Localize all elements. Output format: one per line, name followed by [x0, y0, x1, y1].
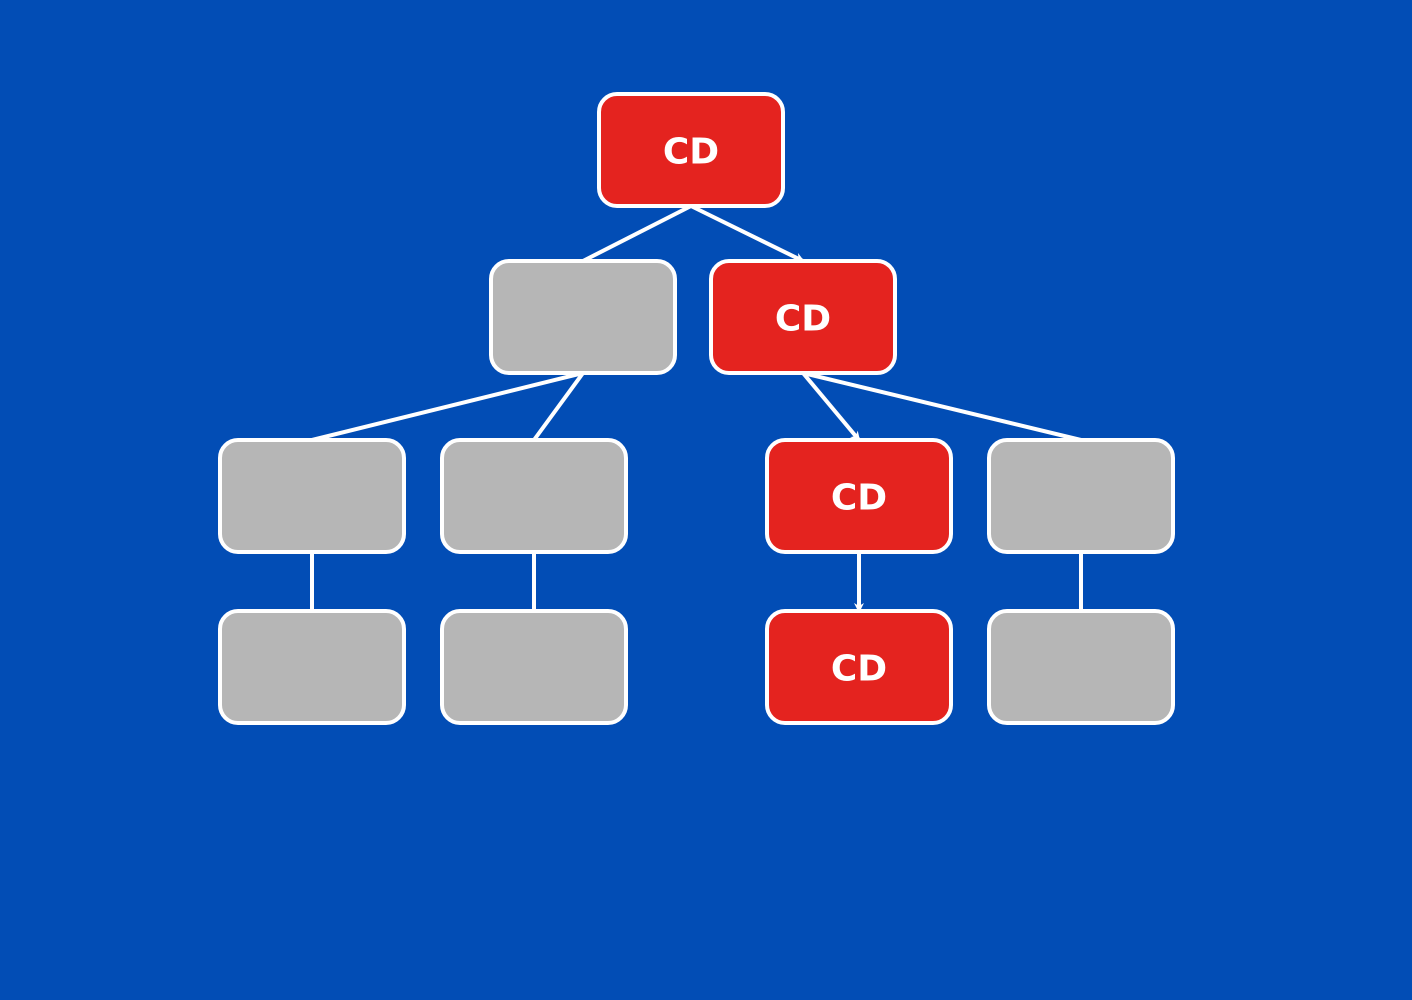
arrow-root-to-level1-right — [690, 204, 805, 263]
node-level1-left — [489, 259, 677, 375]
node-level1-right: CD — [709, 259, 897, 375]
node-box-level1-right — [709, 259, 897, 375]
nodes-layer: CD CD CD CD — [218, 92, 1175, 725]
node-level2-a — [218, 438, 406, 554]
connector-root-to-level1-left — [582, 204, 692, 263]
node-box-level1-left — [489, 259, 677, 375]
connector-level1-left-to-level2-b — [532, 371, 585, 442]
node-level3-c: CD — [765, 609, 953, 725]
node-root: CD — [597, 92, 785, 208]
node-level2-c: CD — [765, 438, 953, 554]
node-box-level2-a — [218, 438, 406, 554]
connector-level1-left-to-level2-a — [311, 371, 584, 442]
edges-layer — [310, 204, 1083, 613]
node-box-level3-c — [765, 609, 953, 725]
node-label-level3-c: CD — [831, 649, 887, 690]
node-box-level2-d — [987, 438, 1175, 554]
node-box-level3-d — [987, 609, 1175, 725]
arrow-level1-right-to-level2-c — [801, 371, 861, 442]
node-level3-a — [218, 609, 406, 725]
node-level3-d — [987, 609, 1175, 725]
node-level2-b — [440, 438, 628, 554]
node-box-level3-b — [440, 609, 628, 725]
node-label-root: CD — [663, 132, 719, 173]
node-box-level2-c — [765, 438, 953, 554]
node-label-level1-right: CD — [775, 299, 831, 340]
connector-level1-right-to-level2-d — [802, 371, 1082, 442]
node-level2-d — [987, 438, 1175, 554]
node-box-level2-b — [440, 438, 628, 554]
node-box-root — [597, 92, 785, 208]
node-level3-b — [440, 609, 628, 725]
node-box-level3-a — [218, 609, 406, 725]
node-label-level2-c: CD — [831, 478, 887, 519]
